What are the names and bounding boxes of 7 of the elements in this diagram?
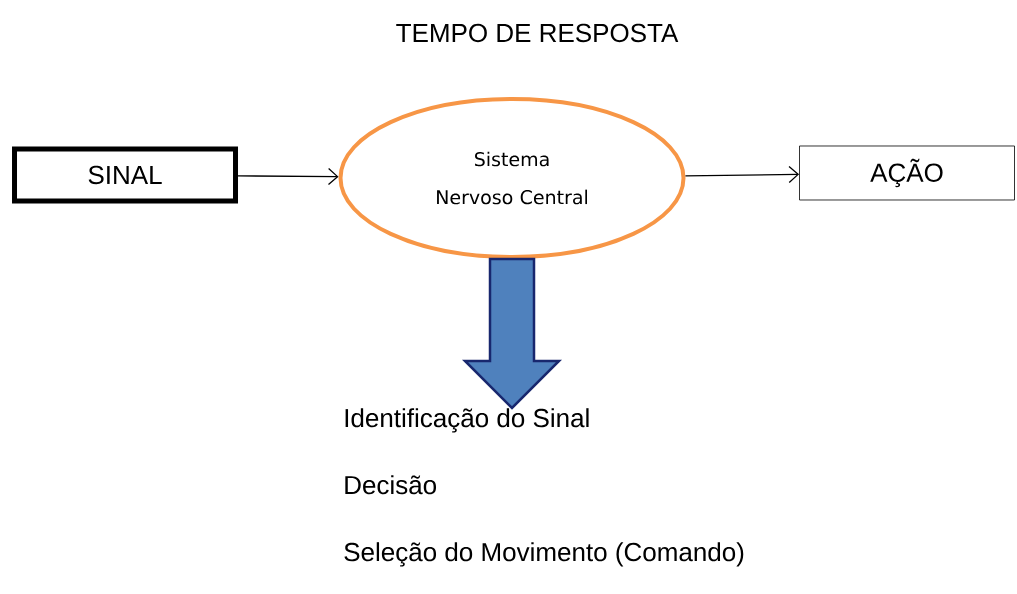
arrow <box>237 167 339 186</box>
action-box: AÇÃO <box>799 145 1015 201</box>
block-arrow <box>462 257 563 410</box>
title: TEMPO DE RESPOSTA <box>396 23 679 43</box>
signal-box: SINAL <box>12 146 238 204</box>
step-list: Identificação do Sinal Decisão Seleção do Movimento (Comando) <box>344 408 744 567</box>
arrow <box>684 165 800 184</box>
